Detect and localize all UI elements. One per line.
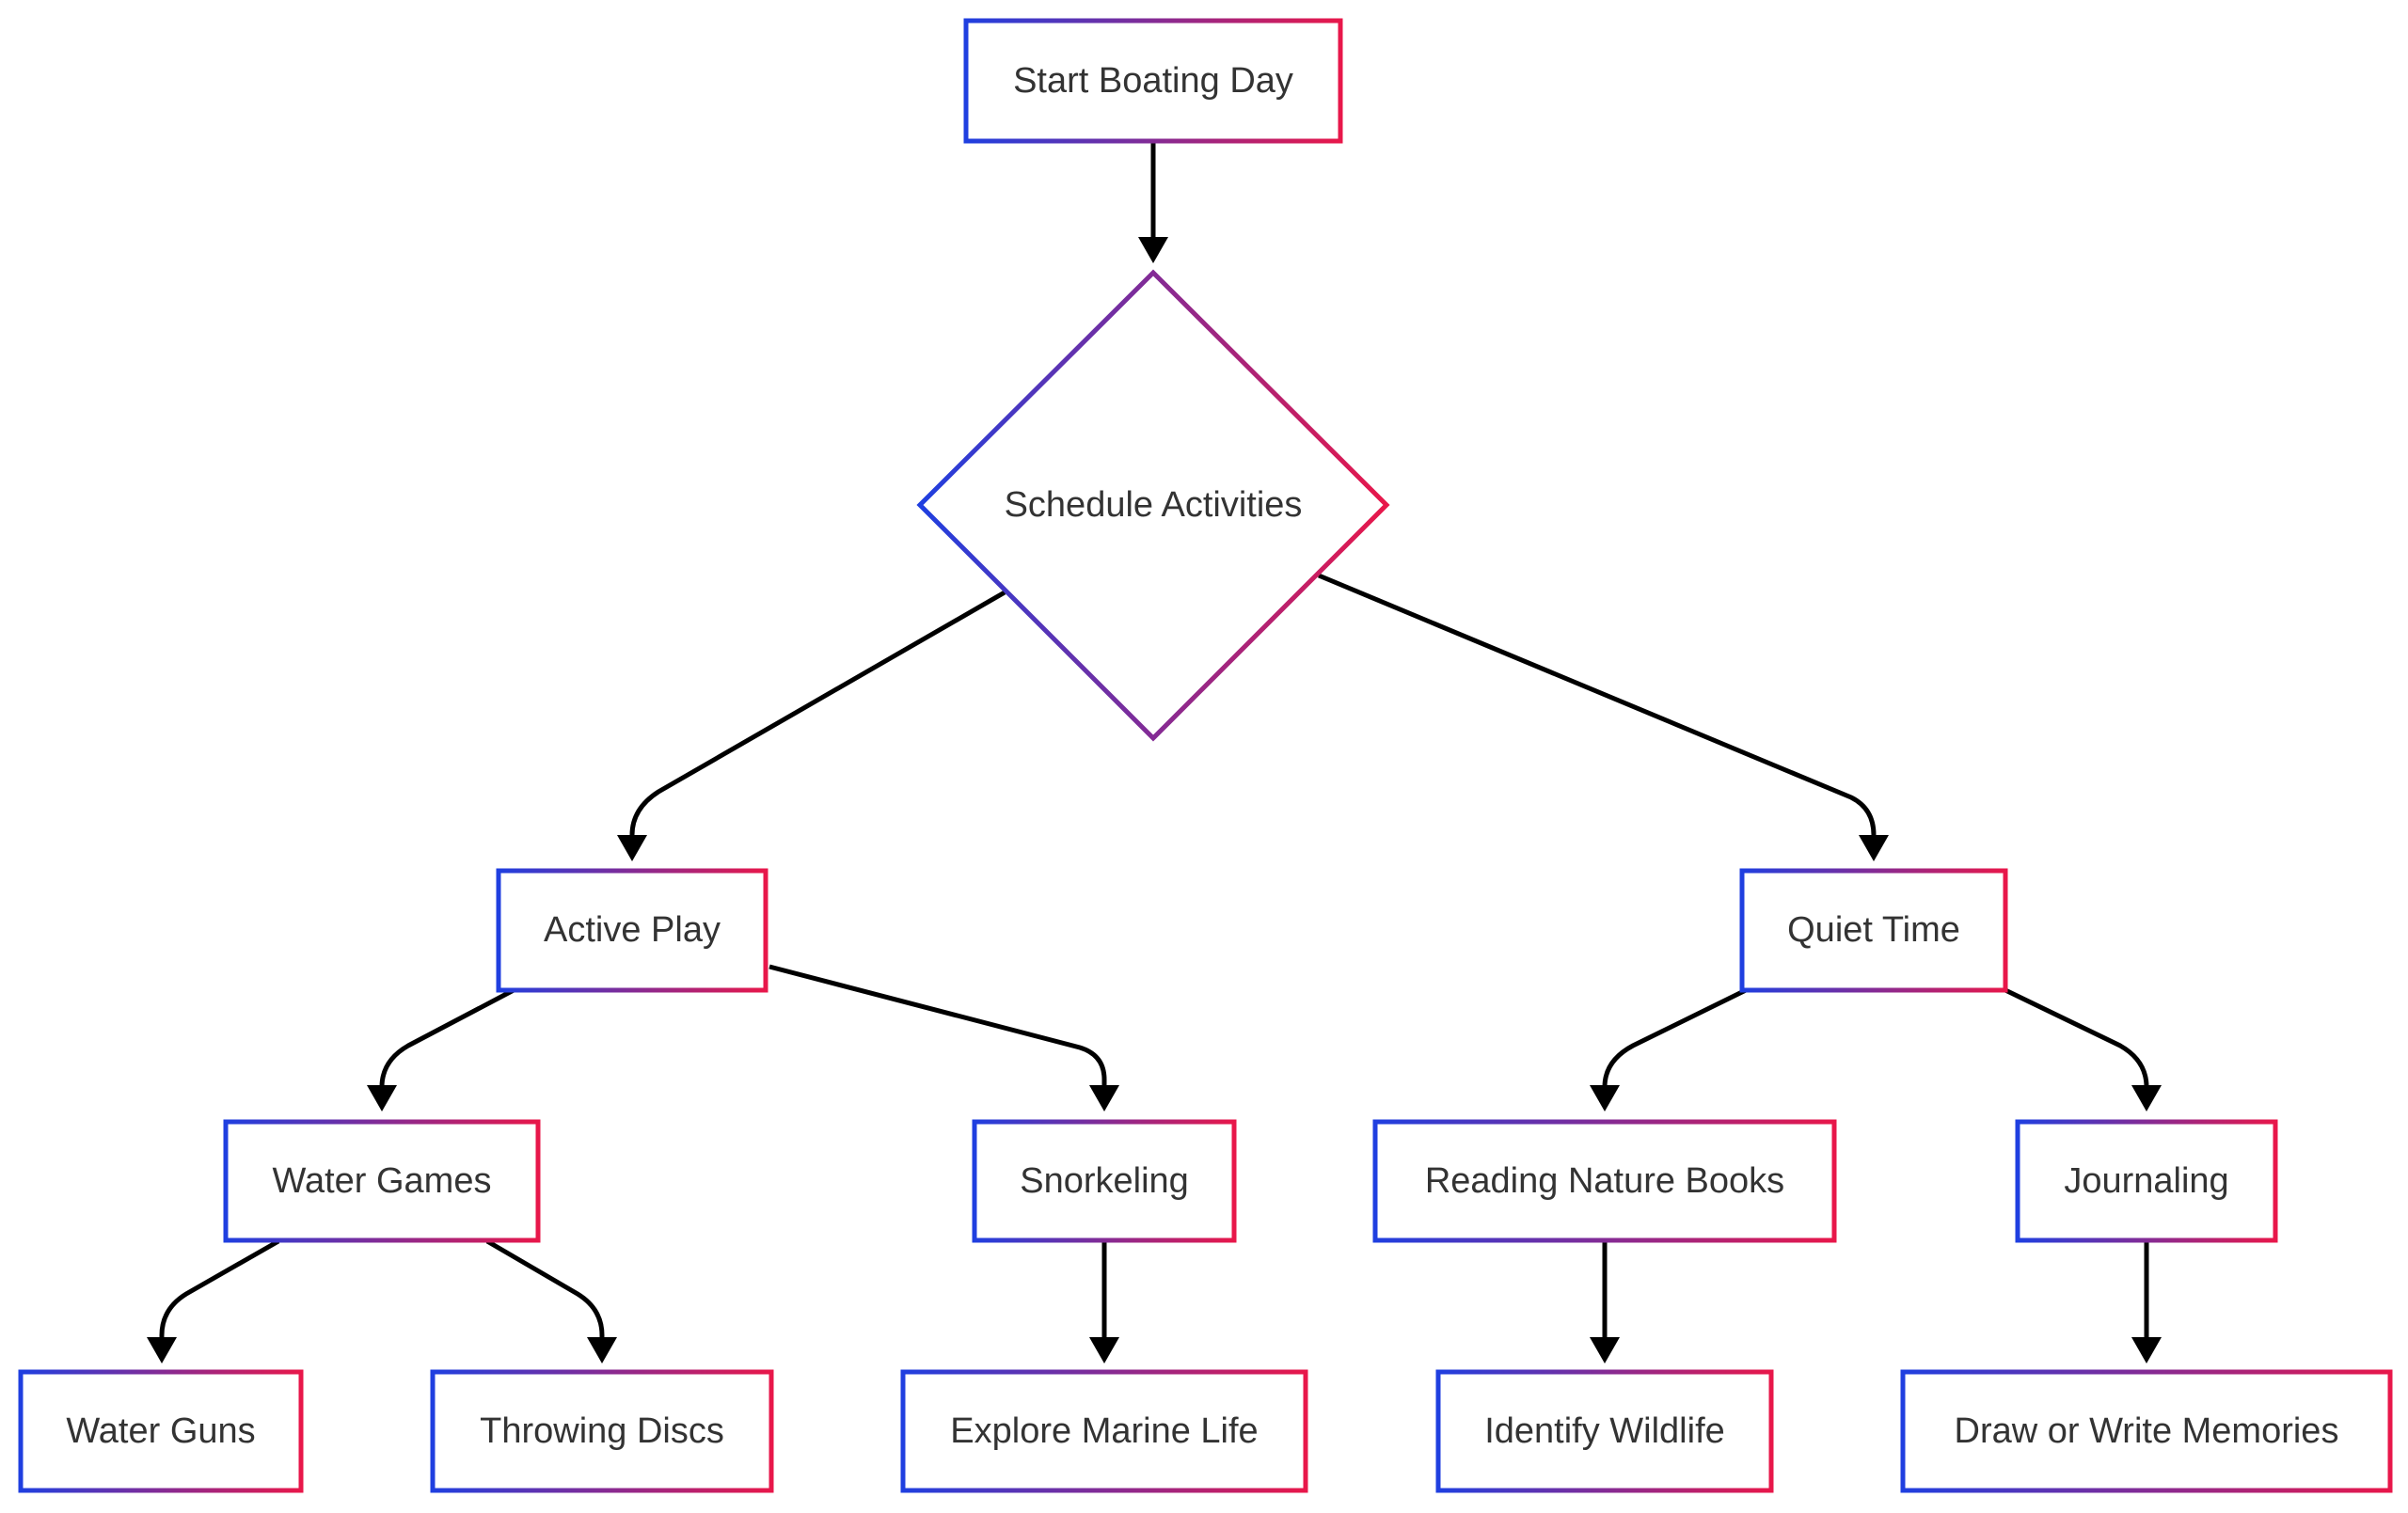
arrowhead-icon [2131,1085,2162,1111]
node-snorkeling[interactable]: Snorkeling [972,1119,1237,1243]
edge-quiet-to-reading [1602,987,1748,1095]
nodes: Start Boating Day Schedule Activities Ac… [18,18,2393,1493]
node-explore-marine-life[interactable]: Explore Marine Life [900,1369,1308,1493]
node-label: Throwing Discs [480,1411,724,1451]
edge-active-to-snorkeling [768,964,1107,1095]
node-draw-or-write-memories[interactable]: Draw or Write Memories [1900,1369,2393,1493]
arrowhead-icon [147,1337,177,1363]
edge-water-games-to-water-guns [159,1238,280,1347]
node-label: Start Boating Day [1013,61,1293,101]
arrowhead-icon [1590,1337,1620,1363]
node-start-boating-day[interactable]: Start Boating Day [963,18,1343,144]
node-label: Draw or Write Memories [1955,1411,2339,1451]
node-journaling[interactable]: Journaling [2015,1119,2278,1243]
node-label: Journaling [2064,1161,2228,1201]
arrowhead-icon [1859,835,1889,861]
edge-schedule-to-active [629,590,1006,846]
node-label: Active Play [544,910,721,950]
node-water-games[interactable]: Water Games [223,1119,541,1243]
node-water-guns[interactable]: Water Guns [18,1369,304,1493]
arrowhead-icon [367,1085,397,1111]
edge-water-games-to-throwing-discs [485,1238,605,1347]
arrowhead-icon [1590,1085,1620,1111]
edges [147,142,2162,1363]
edge-schedule-to-quiet [1318,573,1877,846]
node-identify-wildlife[interactable]: Identify Wildlife [1435,1369,1774,1493]
arrowhead-icon [617,835,647,861]
arrowhead-icon [1089,1337,1119,1363]
arrowhead-icon [587,1337,617,1363]
node-quiet-time[interactable]: Quiet Time [1739,868,2008,993]
arrowhead-icon [1138,237,1168,263]
node-label: Water Games [273,1161,492,1201]
node-active-play[interactable]: Active Play [496,868,768,993]
node-label: Water Guns [66,1411,255,1451]
node-label: Schedule Activities [1005,485,1303,525]
node-throwing-discs[interactable]: Throwing Discs [430,1369,774,1493]
arrowhead-icon [1089,1085,1119,1111]
node-label: Explore Marine Life [950,1411,1258,1451]
node-schedule-activities[interactable]: Schedule Activities [916,269,1390,742]
node-reading-nature-books[interactable]: Reading Nature Books [1372,1119,1837,1243]
node-label: Reading Nature Books [1425,1161,1784,1201]
edge-quiet-to-journaling [2004,987,2149,1095]
edge-active-to-water-games [379,987,515,1095]
node-label: Snorkeling [1020,1161,1189,1201]
node-label: Quiet Time [1787,910,1960,950]
node-label: Identify Wildlife [1484,1411,1725,1451]
arrowhead-icon [2131,1337,2162,1363]
